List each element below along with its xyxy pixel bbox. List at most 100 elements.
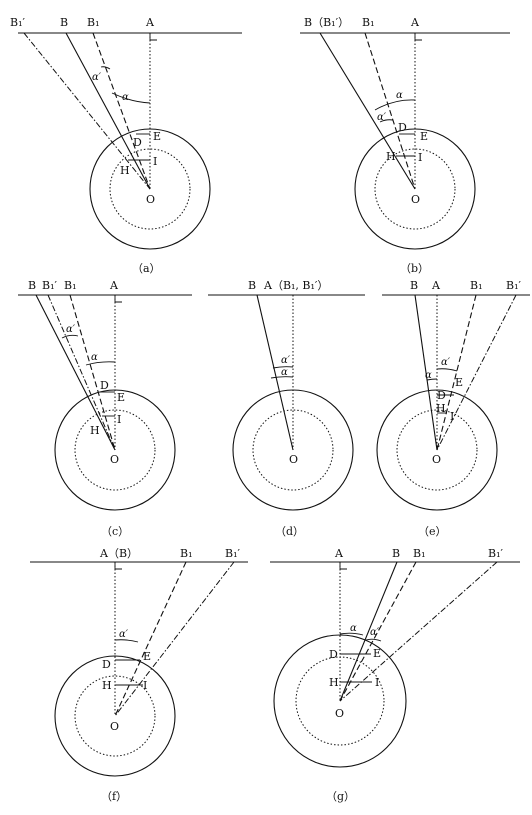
line-B1O [436,294,477,451]
label-alpha: α [350,623,357,634]
angle-alpha-prime-arc [61,334,79,339]
angle-alpha-prime-arc [114,639,139,643]
label-A: A [431,279,441,292]
line-BO [256,294,294,451]
angle-alpha-prime-arc [272,366,294,369]
label-alpha: α [122,92,129,103]
outer-circle [54,655,176,777]
label-alpha: α [425,370,432,381]
angle-alpha-prime-arc [100,66,111,70]
label-B: B [248,279,256,292]
label-B1p: B₁′ [506,279,521,292]
angle-alpha-arc [339,632,364,636]
label-I: I [153,155,157,168]
line-B1pO [47,294,116,451]
label-B: B [28,279,36,292]
label-D: D [133,136,142,149]
inner-circle [74,409,156,491]
label-B1p: B₁′ [488,547,503,560]
panel-d: B A（B₁, B₁′） α′ α O （d） [208,279,365,538]
label-B1p: B₁′ [42,279,57,292]
caption-d: （d） [275,525,304,538]
label-B1: B₁ [64,279,77,292]
caption-b: （b） [400,262,429,275]
label-H: H [102,679,112,692]
line-BO [35,294,116,451]
label-B: B [60,16,68,29]
label-alpha-prime: α′ [370,627,380,638]
angle-alpha-arc [426,378,438,381]
caption-f: （f） [101,790,127,803]
outer-circle [273,634,407,768]
line-B1pO [339,561,498,702]
label-alpha-prime: α′ [377,112,387,123]
panel-a: B₁′ B B₁ A α′ α D E H I O （a） [10,16,242,275]
label-I: I [375,676,379,689]
label-O: O [411,193,420,206]
label-D: D [102,658,111,671]
right-angle-mark [114,295,122,303]
label-B1p: B₁′ [10,16,25,29]
line-B1O [92,32,151,190]
caption-c: （c） [101,525,129,538]
label-alpha: α [281,367,288,378]
label-H: H [329,676,339,689]
label-B1: B₁ [413,547,426,560]
label-alpha: α [91,352,98,363]
label-alpha-prime: α′ [281,355,291,366]
right-angle-mark [149,33,157,41]
label-I: I [143,679,147,692]
label-B1p: B₁′ [225,547,240,560]
angle-alpha-arc [270,376,294,379]
label-O: O [110,453,119,466]
line-BO [319,32,416,190]
label-E: E [373,647,381,660]
label-E: E [153,130,161,143]
label-B: B（B₁′） [304,16,349,29]
inner-circle [396,409,478,491]
panel-f: A（B） B₁ B₁′ α′ D E H I O （f） [30,547,248,803]
label-B1: B₁ [362,16,375,29]
line-B1pO [436,294,517,451]
label-A: A（B₁, B₁′） [263,279,328,292]
label-A: A（B） [99,547,138,560]
angle-alpha-prime-arc [436,368,458,372]
line-B1pO [114,561,235,717]
right-angle-mark [414,33,422,41]
label-alpha-prime: α′ [66,324,76,335]
label-O: O [289,453,298,466]
label-alpha-prime: α′ [119,629,129,640]
label-D: D [437,389,446,402]
line-B1O [114,561,187,717]
label-E: E [420,130,428,143]
label-O: O [432,453,441,466]
inner-circle [109,148,191,230]
label-H: H [436,402,446,415]
panel-g: A B B₁ B₁′ α α′ D E H I O （g） [270,547,520,803]
label-I: I [418,151,422,164]
label-B: B [410,279,418,292]
right-angle-mark [114,562,122,570]
label-D: D [398,121,407,134]
caption-g: （g） [326,790,355,803]
angle-alpha-prime-arc [379,119,394,123]
line-BO [414,294,438,451]
inner-circle [374,148,456,230]
line-BO [339,561,398,702]
angle-alpha-arc [374,99,416,111]
label-O: O [110,720,119,733]
label-B1: B₁ [180,547,193,560]
label-I: I [117,413,121,426]
label-D: D [100,379,109,392]
angle-alpha-arc [111,92,151,104]
label-H: H [386,150,396,163]
line-B1pO [23,32,151,190]
panel-b: B（B₁′） B₁ A α α′ D E H I O （b） [300,16,510,275]
label-A: A [410,16,420,29]
label-B1: B₁ [87,16,100,29]
right-angle-mark [339,562,347,570]
label-H: H [90,424,100,437]
label-E: E [455,376,463,389]
label-O: O [335,707,344,720]
